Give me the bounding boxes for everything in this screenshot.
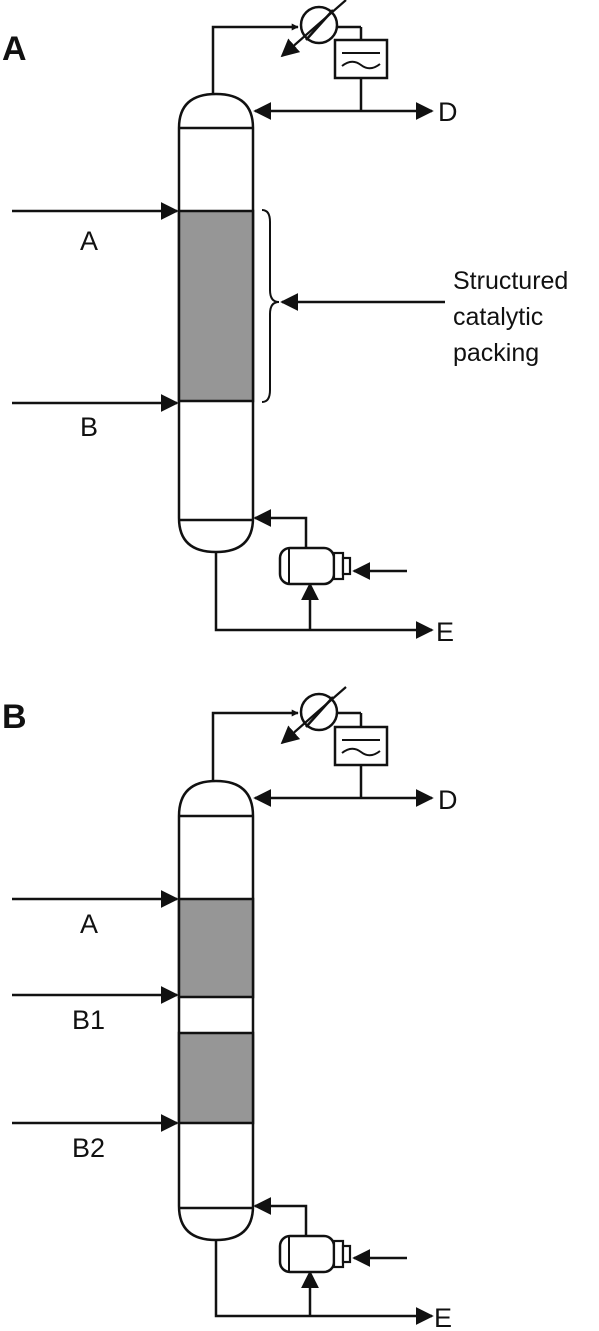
- reflux-drum-icon: [333, 725, 389, 767]
- column-b-shell: [177, 779, 255, 1242]
- overhead-vapor-line-a: [211, 23, 299, 95]
- panel-a-letter: A: [2, 30, 27, 68]
- panel-b: B A B1 B2 D E: [2, 686, 458, 1331]
- column-b: [177, 779, 255, 1242]
- condenser-icon: [280, 0, 347, 58]
- feed-a-label: A: [80, 226, 98, 256]
- reboiler-icon: [278, 546, 352, 586]
- bottoms-arrow-a: [214, 552, 434, 639]
- condenser-icon: [280, 686, 347, 745]
- feed-b2-label: B2: [72, 1133, 105, 1163]
- column-a: [177, 92, 255, 554]
- packing-label-line-1: Structured: [453, 267, 568, 295]
- reboiler-icon: [278, 1234, 352, 1274]
- feed-a-label-b: A: [80, 909, 98, 939]
- reboiler-return-b: [253, 1197, 308, 1236]
- packing-label-line-2: catalytic: [453, 303, 543, 331]
- catalytic-packing-b-lower: [177, 1031, 255, 1125]
- bottoms-arrow-b: [214, 1240, 434, 1325]
- packing-brace: [261, 209, 280, 403]
- reflux-drum-icon: [333, 38, 389, 80]
- product-e-label-a: E: [436, 617, 454, 647]
- product-d-label-a: D: [438, 97, 458, 127]
- reboiler-return-a: [253, 509, 308, 548]
- catalytic-packing-b-upper: [177, 897, 255, 999]
- feed-b-label: B: [80, 412, 98, 442]
- catalytic-packing-a: [177, 209, 255, 403]
- product-e-label-b: E: [434, 1303, 452, 1331]
- product-d-label-b: D: [438, 785, 458, 815]
- panel-a: A A B Structured catalytic packing: [2, 0, 568, 647]
- feed-b1-label: B1: [72, 1005, 105, 1035]
- packing-label-line-3: packing: [453, 339, 539, 367]
- overhead-vapor-line-b: [211, 709, 299, 782]
- panel-b-letter: B: [2, 698, 27, 736]
